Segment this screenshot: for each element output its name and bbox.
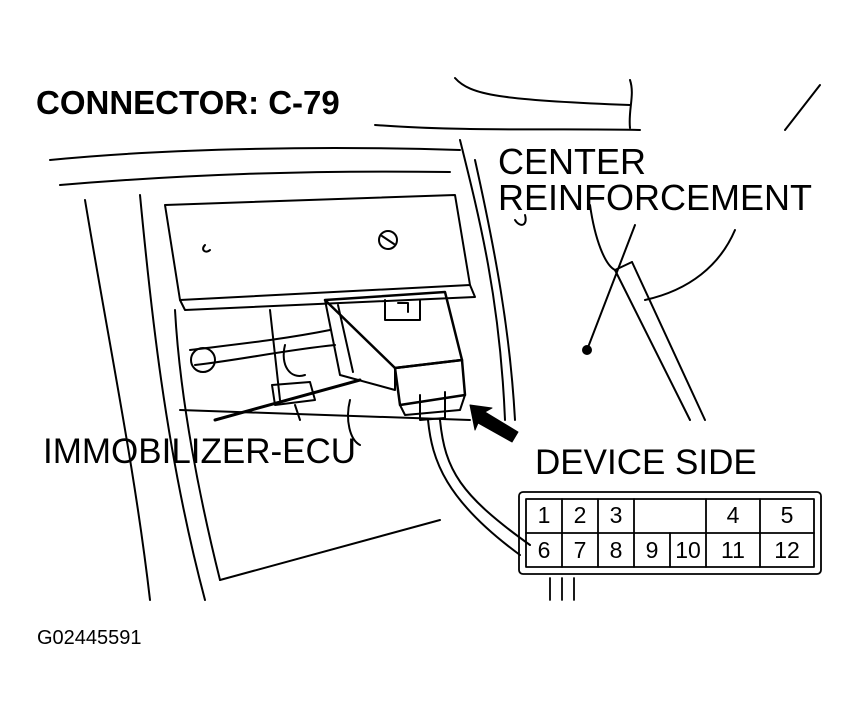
pin-5: 5 bbox=[780, 502, 794, 528]
leader-lines bbox=[213, 224, 636, 422]
figure-code: G02445591 bbox=[37, 627, 142, 649]
lower-panel bbox=[174, 309, 471, 581]
center-reinforcement-bar bbox=[514, 204, 736, 421]
pin-12: 12 bbox=[774, 537, 800, 563]
pin-6: 6 bbox=[537, 537, 551, 563]
connector-face bbox=[518, 491, 822, 601]
connector-title: CONNECTOR: C-79 bbox=[36, 84, 340, 121]
pin-8: 8 bbox=[609, 537, 623, 563]
pin-4: 4 bbox=[726, 502, 740, 528]
arrow-icon bbox=[469, 404, 519, 443]
immobilizer-ecu-body bbox=[323, 290, 467, 421]
pin-1: 1 bbox=[537, 502, 551, 528]
pin-9: 9 bbox=[645, 537, 659, 563]
immobilizer-ecu-label: IMMOBILIZER-ECU bbox=[43, 432, 357, 471]
wiring-harness bbox=[189, 309, 531, 556]
pin-7: 7 bbox=[573, 537, 587, 563]
center-reinforcement-line-2: REINFORCEMENT bbox=[498, 177, 812, 218]
dashboard-outline bbox=[49, 77, 821, 601]
center-reinforcement-label: CENTER REINFORCEMENT bbox=[498, 144, 812, 216]
pin-3: 3 bbox=[609, 502, 623, 528]
pin-2: 2 bbox=[573, 502, 587, 528]
device-side-label: DEVICE SIDE bbox=[535, 443, 757, 482]
pin-10: 10 bbox=[675, 537, 701, 563]
pin-11: 11 bbox=[721, 537, 745, 563]
center-reinforcement-line-1: CENTER bbox=[498, 141, 647, 182]
